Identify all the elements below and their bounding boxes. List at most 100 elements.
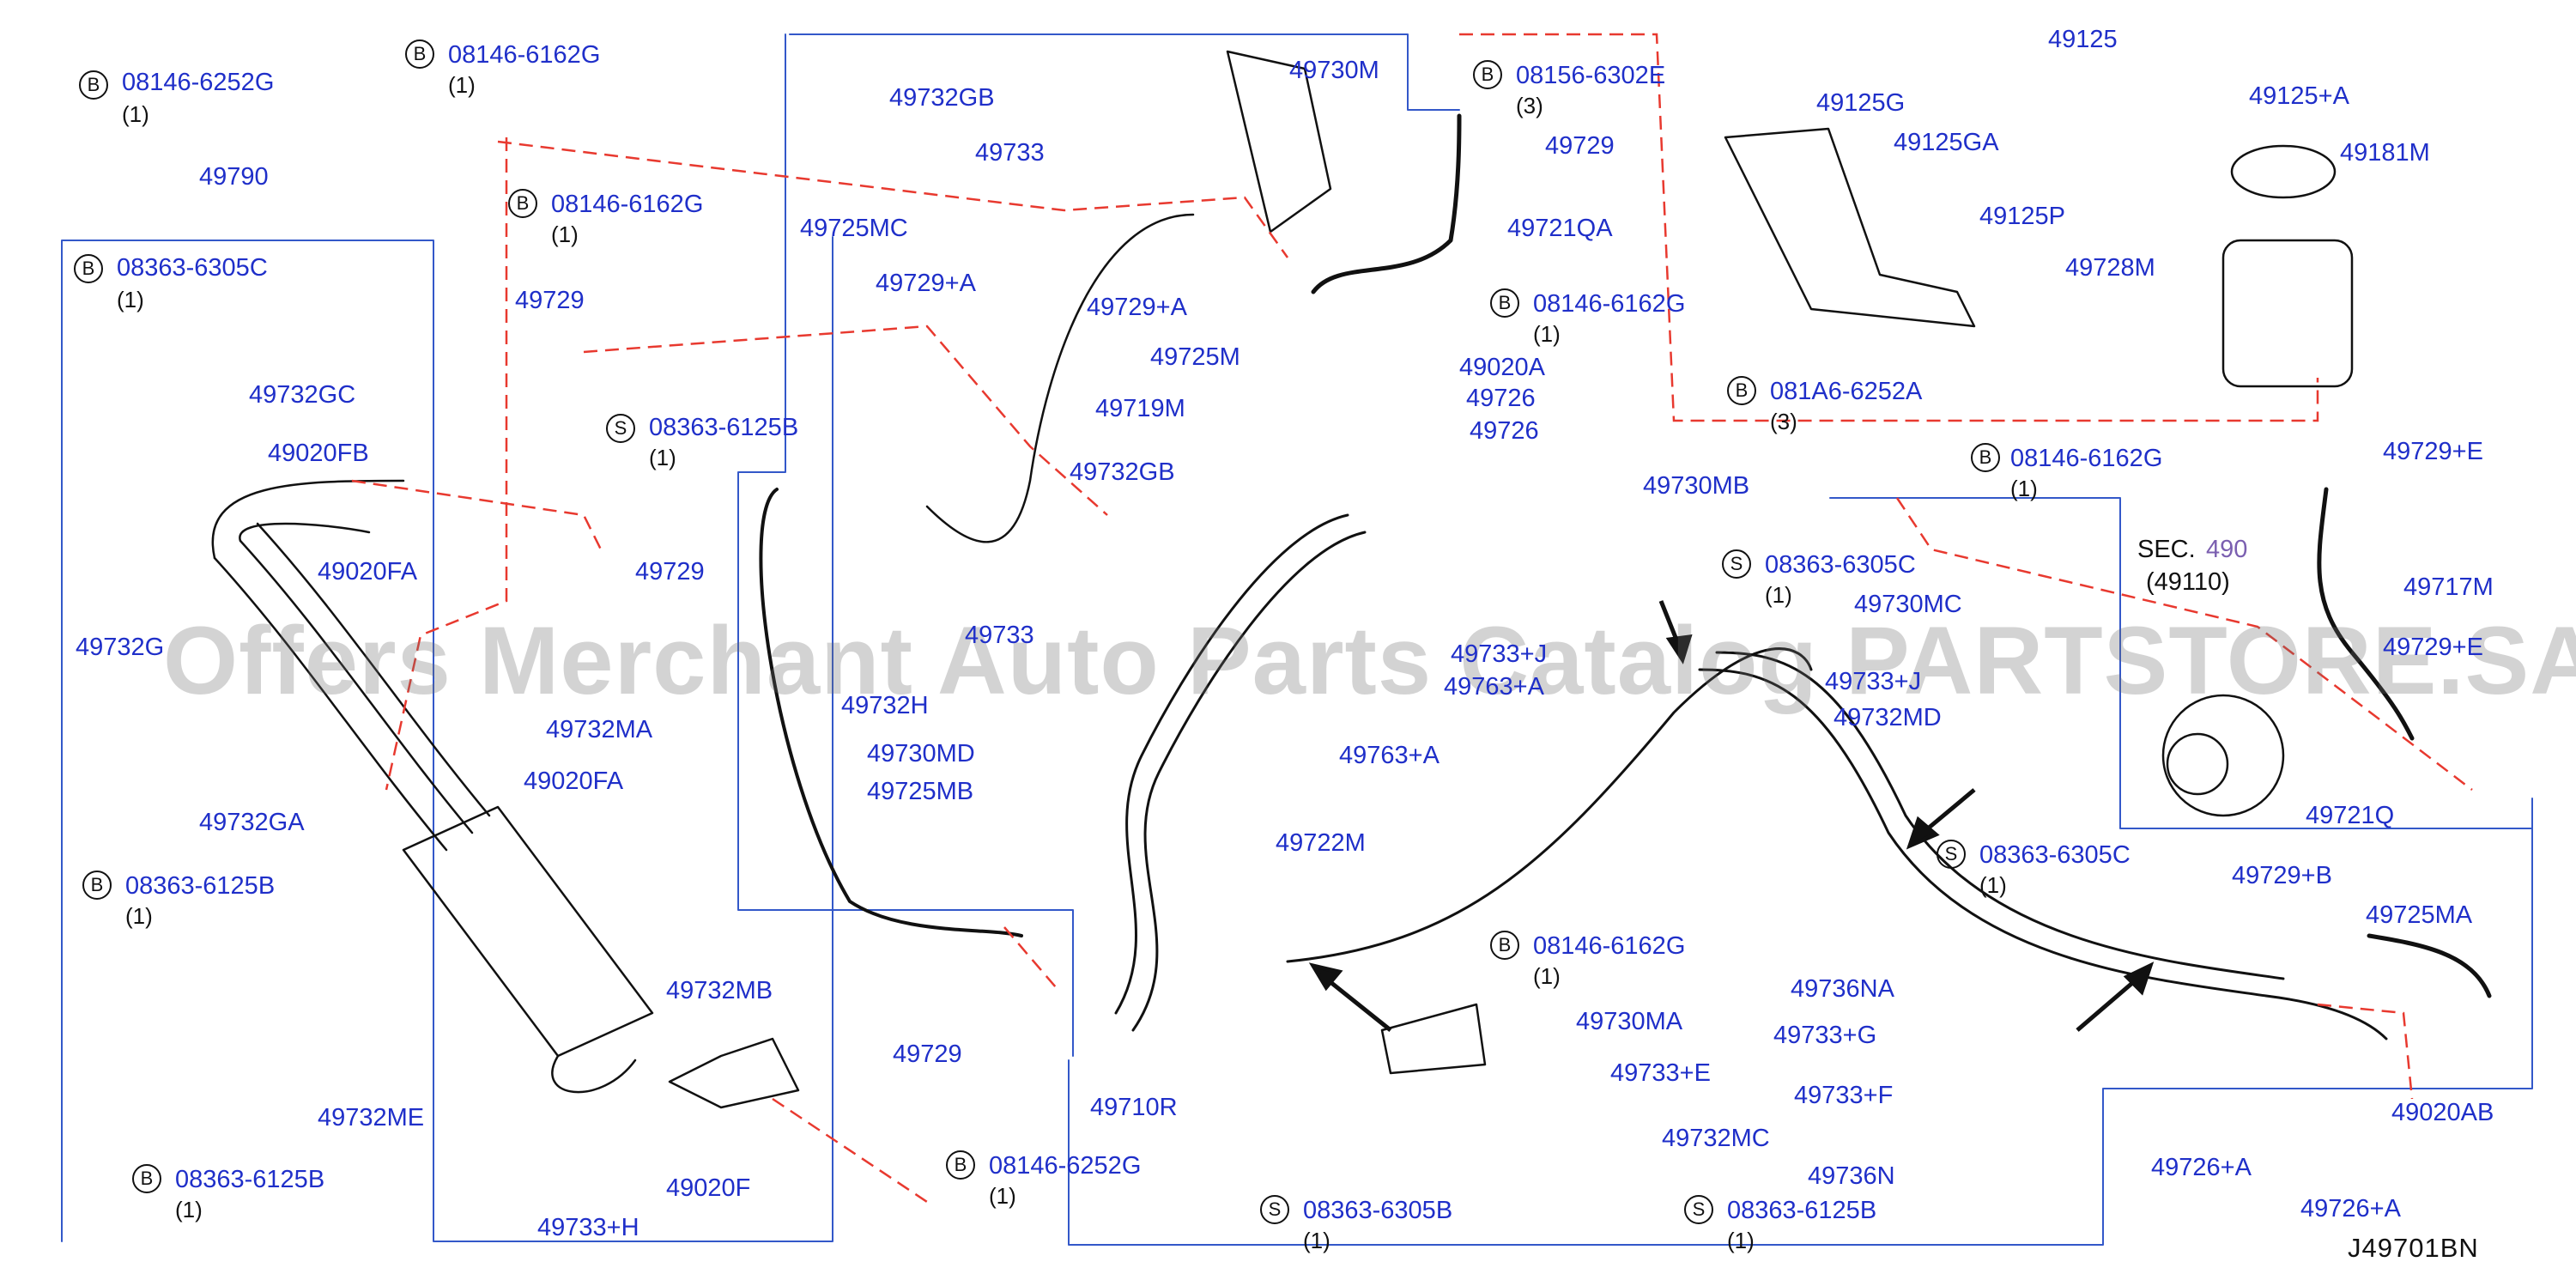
part-callout[interactable]: 49733 [975,139,1045,167]
part-callout[interactable]: 49125P [1979,203,2065,230]
part-callout[interactable]: 49729+A [876,270,976,297]
part-callout[interactable]: 49726 [1470,417,1539,445]
part-callout[interactable]: 49125G [1816,89,1906,117]
part-callout[interactable]: 49020FA [524,767,624,795]
fastener-part-number[interactable]: 08363-6125B [649,414,799,441]
part-callout[interactable]: 49717M [2403,573,2494,601]
fastener-part-number[interactable]: 08363-6125B [1727,1197,1877,1224]
part-callout[interactable]: 49020FA [318,558,418,585]
part-callout[interactable]: 49725MC [800,215,908,242]
part-callout[interactable]: 49732MA [546,716,653,743]
part-callout[interactable]: 49721QA [1507,215,1613,242]
part-callout[interactable]: 49732GB [1070,458,1175,486]
part-callout[interactable]: 49733+H [537,1214,639,1241]
part-callout[interactable]: 49729 [515,287,585,314]
fastener-part-number[interactable]: 081A6-6252A [1770,378,1923,405]
fastener-part-number[interactable]: 08146-6252G [122,69,275,96]
fastener-part-number[interactable]: 08146-6162G [1533,932,1686,960]
fastener-type-badge: S [1722,549,1751,579]
fastener-part-number[interactable]: 08363-6305C [117,254,268,282]
part-callout[interactable]: 49763+A [1339,742,1440,769]
part-callout[interactable]: 49733+F [1794,1082,1894,1109]
part-callout[interactable]: 49729 [635,558,705,585]
diagram-code: J49701BN [2348,1233,2479,1263]
part-callout[interactable]: 49726+A [2300,1195,2401,1222]
part-callout[interactable]: 49732MB [666,977,773,1004]
part-callout[interactable]: 49725M [1150,343,1240,371]
part-callout[interactable]: 49733 [965,622,1034,649]
fastener-part-number[interactable]: 08156-6302E [1516,62,1666,89]
part-callout[interactable]: 49730MC [1854,591,1962,618]
part-callout[interactable]: 49725MB [867,778,974,805]
fastener-quantity: (1) [1303,1228,1330,1253]
fastener-part-number[interactable]: 08146-6162G [1533,290,1686,318]
fastener-type-badge: B [82,871,112,900]
part-callout[interactable]: 49722M [1276,829,1366,857]
leader-dash-d [583,325,1108,516]
part-callout[interactable]: 49729+A [1087,294,1187,321]
part-callout[interactable]: 49710R [1090,1094,1178,1121]
part-callout[interactable]: 49726 [1466,385,1536,412]
bracket-49730ma [1380,1003,1487,1075]
fastener-quantity: (1) [1727,1228,1755,1253]
fastener-part-number[interactable]: 08363-6305C [1979,841,2131,869]
fastener-part-number[interactable]: 08363-6125B [175,1166,325,1193]
part-callout[interactable]: 49733+E [1610,1059,1711,1087]
part-callout[interactable]: 49736N [1808,1162,1895,1190]
fastener-quantity: (1) [175,1197,203,1222]
hose-717m [2317,487,2415,741]
part-callout[interactable]: 49732MD [1834,704,1942,731]
part-callout[interactable]: 49728M [2065,254,2155,282]
part-callout[interactable]: 49733+G [1773,1022,1877,1049]
part-callout[interactable]: 49721Q [2306,802,2395,829]
fastener-part-number[interactable]: 08363-6125B [125,872,276,900]
part-callout[interactable]: 49125 [2048,26,2118,53]
part-callout[interactable]: 49020AB [2391,1099,2494,1126]
fastener-part-number[interactable]: 08146-6162G [551,191,704,218]
part-callout[interactable]: 49730MD [867,740,975,767]
cooler-pipe-b [239,522,371,543]
part-callout[interactable]: 49020A [1459,354,1545,381]
part-callout[interactable]: 49729+E [2383,438,2483,465]
part-callout[interactable]: 49730MA [1576,1008,1683,1035]
part-callout[interactable]: 49725MA [2366,901,2473,929]
fastener-part-number[interactable]: 08363-6305B [1303,1197,1453,1224]
part-callout[interactable]: 49726+A [2151,1154,2252,1181]
part-callout[interactable]: 49730M [1289,57,1379,84]
part-callout[interactable]: 49763+A [1444,673,1544,701]
part-callout[interactable]: 49020F [666,1174,751,1202]
part-callout[interactable]: 49732G [76,634,165,661]
fastener-part-number[interactable]: 08146-6162G [448,41,601,69]
fastener-quantity: (1) [649,445,676,470]
fastener-part-number[interactable]: 08146-6162G [2010,445,2163,472]
part-callout[interactable]: 49733+J [1451,640,1548,668]
fastener-part-number[interactable]: 08363-6305C [1765,551,1916,579]
fastener-part-number[interactable]: 08146-6252G [989,1152,1142,1180]
leader-dash-c [1459,33,2319,422]
section-ref-label: SEC. [2137,536,2196,563]
part-callout[interactable]: 49020FB [268,440,369,467]
fastener-type-badge: S [1937,840,1966,869]
part-callout[interactable]: 49125GA [1894,129,1999,156]
hose-725m [1311,113,1462,294]
part-callout[interactable]: 49732MC [1662,1125,1770,1152]
part-callout[interactable]: 49719M [1095,395,1185,422]
part-callout[interactable]: 49732ME [318,1104,425,1131]
part-callout[interactable]: 49125+A [2249,82,2349,110]
part-callout[interactable]: 49729+B [2232,862,2332,889]
part-callout[interactable]: 49732GB [889,84,995,112]
part-callout[interactable]: 49729 [893,1040,962,1068]
part-callout[interactable]: 49733+J [1825,668,1922,695]
section-ref-number[interactable]: 490 [2206,536,2248,563]
part-callout[interactable]: 49790 [199,163,269,191]
line-722m-b [1114,513,1349,1015]
part-callout[interactable]: 49729+E [2383,634,2483,661]
part-callout[interactable]: 49730MB [1643,472,1750,500]
part-callout[interactable]: 49732GA [199,809,305,836]
part-callout[interactable]: 49729 [1545,132,1615,160]
part-callout[interactable]: 49732GC [249,381,356,409]
part-callout[interactable]: 49736NA [1791,975,1894,1003]
part-callout[interactable]: 49732H [841,692,929,719]
part-callout[interactable]: 49181M [2340,139,2430,167]
